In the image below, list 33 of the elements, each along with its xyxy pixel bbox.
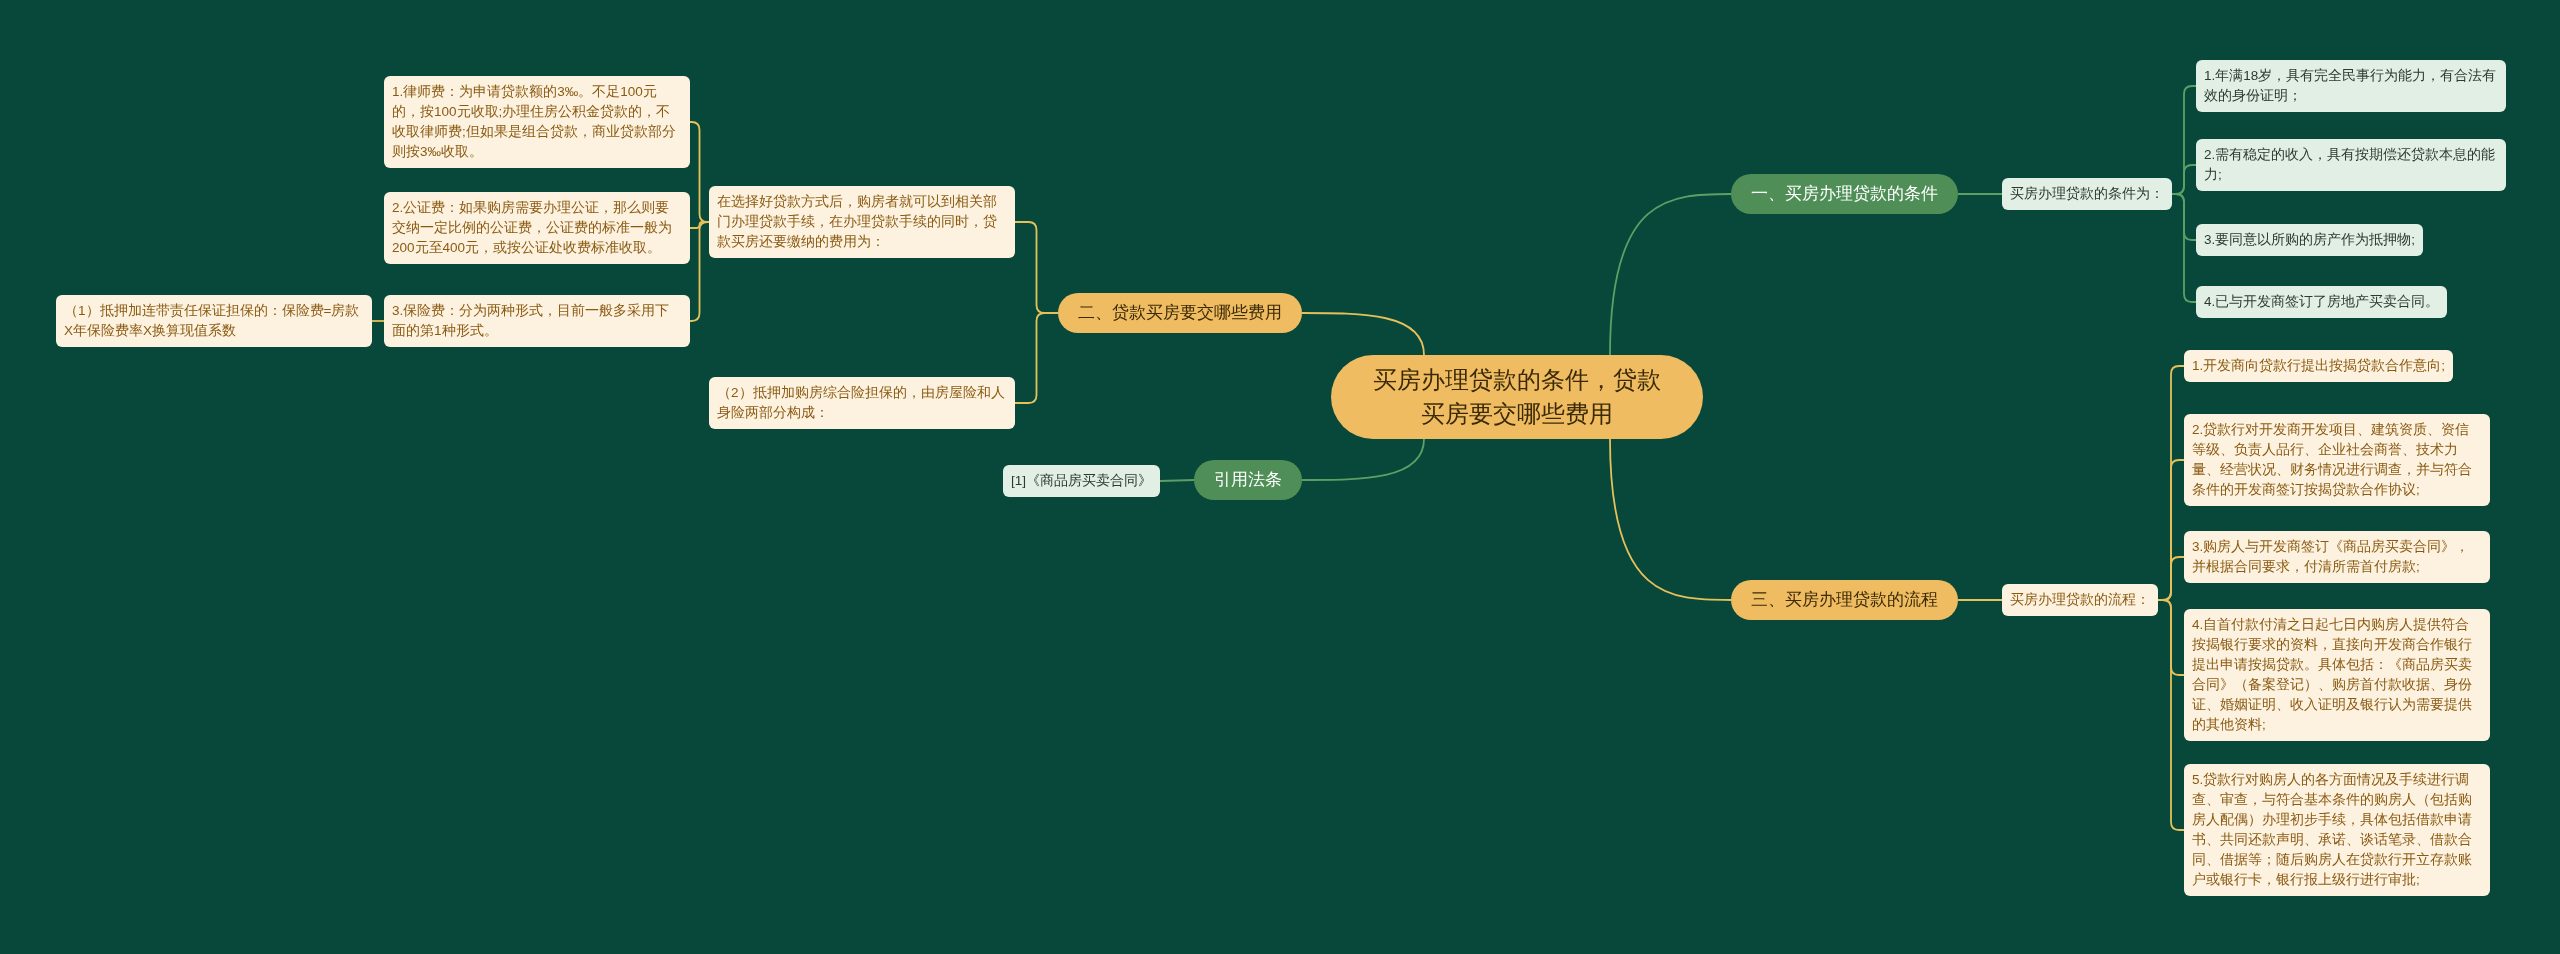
connector-line (1957, 599, 2003, 601)
branch-topic: 三、买房办理贷款的流程 (1731, 580, 1958, 620)
connector-line (1159, 479, 1195, 482)
subtopic-card: （1）抵押加连带责任保证担保的：保险费=房款X年保险费率X换算现值系数 (56, 295, 372, 347)
central-topic: 买房办理贷款的条件，贷款买房要交哪些费用 (1331, 355, 1703, 439)
branch-topic: 一、买房办理贷款的条件 (1731, 174, 1958, 214)
branch-topic: 引用法条 (1194, 460, 1302, 500)
connector-line (1609, 438, 1732, 601)
subtopic-card: 2.公证费：如果购房需要办理公证，那么则要交纳一定比例的公证费，公证费的标准一般为200元至400元，或按公证处收费标准收取。 (384, 192, 690, 264)
subtopic-card: 1.开发商向贷款行提出按揭贷款合作意向; (2184, 350, 2453, 382)
subtopic-card: 3.要同意以所购的房产作为抵押物; (2196, 224, 2423, 256)
subtopic-card: 4.已与开发商签订了房地产买卖合同。 (2196, 286, 2448, 318)
subtopic-card: 买房办理贷款的流程： (2002, 584, 2158, 616)
subtopic-card: 买房办理贷款的条件为： (2002, 178, 2172, 210)
subtopic-card: （2）抵押加购房综合险担保的，由房屋险和人身险两部分构成： (709, 377, 1015, 429)
branch-topic: 二、贷款买房要交哪些费用 (1058, 293, 1302, 333)
subtopic-card: 3.保险费：分为两种形式，目前一般多采用下面的第1种形式。 (384, 295, 690, 347)
connector-line (371, 320, 385, 322)
connector-line (1301, 312, 1425, 356)
connector-line (1014, 312, 1059, 404)
subtopic-card: 1.律师费：为申请贷款额的3‰。不足100元的，按100元收取;办理住房公积金贷款的，不收取律师费;但如果是组合贷款，商业贷款部分则按3‰收取。 (384, 76, 690, 168)
subtopic-card: 2.贷款行对开发商开发项目、建筑资质、资信等级、负责人品行、企业社会商誉、技术力量、经营状况、财务情况进行调查，并与符合条件的开发商签订按揭贷款合作协议; (2184, 414, 2490, 506)
subtopic-card: 2.需有稳定的收入，具有按期偿还贷款本息的能力; (2196, 139, 2506, 191)
subtopic-card: 5.贷款行对购房人的各方面情况及手续进行调查、审查，与符合基本条件的购房人（包括购房人配偶）办理初步手续，具体包括借款申请书、共同还款声明、承诺、谈话笔录、借款合同、借据等；随后购房人在贷款行开立存款账户或银行卡，银行报上级行进行审批; (2184, 764, 2490, 896)
connector-line (1957, 193, 2003, 195)
connector-line (1609, 193, 1732, 356)
connector-line (689, 221, 710, 322)
subtopic-card: 1.年满18岁，具有完全民事行为能力，有合法有效的身份证明； (2196, 60, 2506, 112)
subtopic-card: 在选择好贷款方式后，购房者就可以到相关部门办理贷款手续，在办理贷款手续的同时，贷款买房还要缴纳的费用为： (709, 186, 1015, 258)
subtopic-card: 3.购房人与开发商签订《商品房买卖合同》，并根据合同要求，付清所需首付房款; (2184, 531, 2490, 583)
connector-line (1301, 438, 1425, 481)
subtopic-card: [1]《商品房买卖合同》 (1003, 465, 1160, 497)
subtopic-card: 4.自首付款付清之日起七日内购房人提供符合按揭银行要求的资料，直接向开发商合作银行提出申请按揭贷款。具体包括：《商品房买卖合同》（备案登记）、购房首付款收据、身份证、婚姻证明、收入证明及银行认为需要提供的其他资料; (2184, 609, 2490, 741)
